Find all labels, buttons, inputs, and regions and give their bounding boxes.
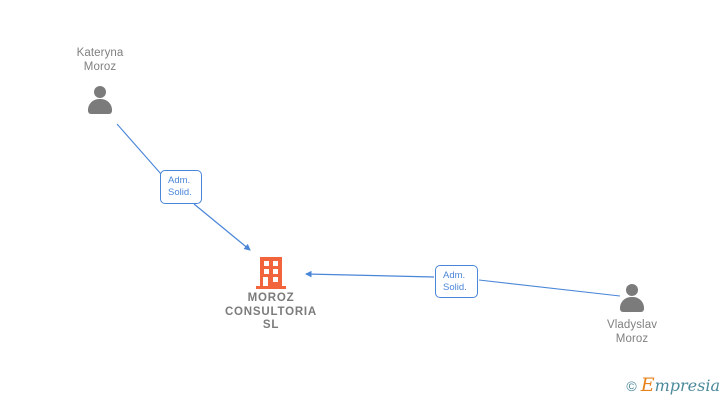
person-icon: [619, 284, 645, 312]
building-icon: [256, 257, 286, 289]
copyright-icon: ©: [626, 377, 637, 394]
node-person-kateryna[interactable]: Kateryna Moroz: [52, 46, 148, 114]
relation-badge-vladyslav[interactable]: Adm. Solid.: [435, 265, 478, 298]
building-icon-window: [273, 261, 278, 266]
brand-initial: E: [640, 374, 655, 396]
empresia-watermark: © Empresia: [626, 374, 720, 396]
person-icon-head: [94, 86, 106, 98]
person-icon-head: [626, 284, 638, 296]
building-icon-door: [263, 277, 268, 286]
edge-line-kateryna-lower: [193, 203, 251, 251]
building-icon-window: [273, 277, 278, 282]
edge-line-kateryna-upper: [116, 123, 162, 175]
building-icon-window: [264, 261, 269, 266]
building-icon-window: [273, 269, 278, 274]
person-icon-body: [620, 297, 644, 312]
brand-wordmark: Empresia: [640, 374, 720, 396]
building-icon-window: [264, 269, 269, 274]
node-person-vladyslav[interactable]: Vladyslav Moroz: [584, 284, 680, 346]
company-name-label: MOROZ CONSULTORIA SL: [224, 292, 318, 331]
building-icon-base: [256, 286, 286, 289]
person-icon: [87, 86, 113, 114]
node-company-moroz-consultoria[interactable]: MOROZ CONSULTORIA SL: [201, 257, 341, 333]
relation-badge-kateryna[interactable]: Adm. Solid.: [160, 170, 202, 204]
person-icon-body: [88, 99, 112, 114]
person-name-label: Vladyslav Moroz: [606, 319, 658, 345]
brand-rest: mpresia: [654, 376, 720, 395]
person-name-label: Kateryna Moroz: [76, 47, 124, 73]
